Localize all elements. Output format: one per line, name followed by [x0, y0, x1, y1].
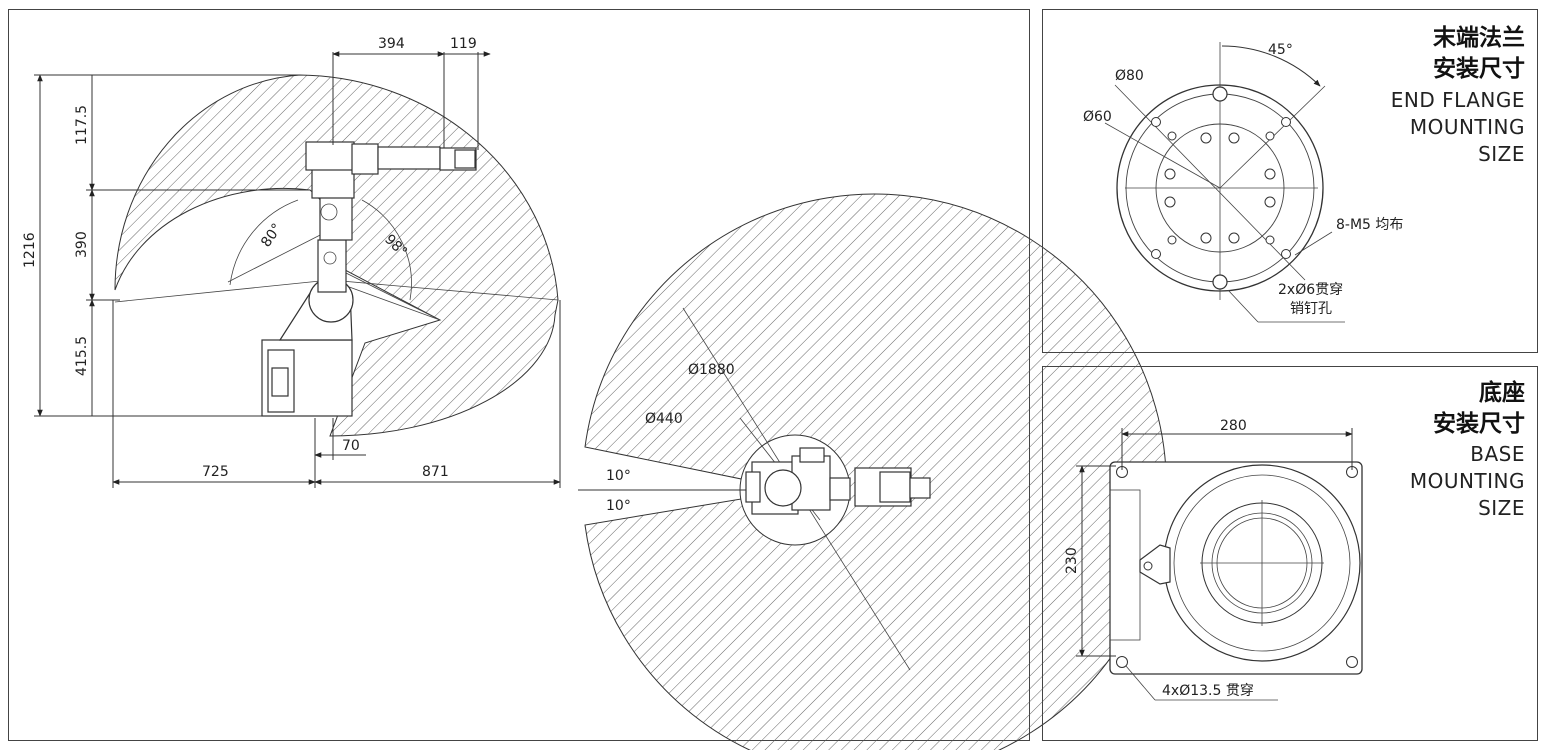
dim-871: 871	[422, 464, 449, 480]
flange-title-en-1: END FLANGE	[1391, 88, 1525, 112]
flange-angle-45: 45°	[1268, 42, 1293, 58]
angle-10-lower: 10°	[606, 498, 631, 514]
flange-title-cn-1: 末端法兰	[1433, 24, 1525, 51]
robot-side-body	[261, 141, 477, 417]
dim-390: 390	[74, 231, 90, 258]
flange-title-en-2: MOUNTING	[1410, 115, 1525, 139]
flange-title-cn-2: 安装尺寸	[1433, 55, 1525, 82]
flange-dia-80: Ø80	[1115, 68, 1144, 84]
base-title-cn-2: 安装尺寸	[1433, 410, 1525, 437]
dim-415-5: 415.5	[74, 336, 90, 376]
dim-394: 394	[378, 36, 405, 52]
dim-dia-440: Ø440	[645, 411, 683, 427]
flange-view: 45° Ø80 Ø60 8-M5 均布 2xØ6贯穿 销钉孔 末端法兰 安装尺寸…	[1083, 24, 1525, 323]
base-mounting-panel	[1042, 366, 1538, 741]
end-flange-panel	[1042, 9, 1538, 353]
angle-10-upper: 10°	[606, 468, 631, 484]
base-holes-label: 4xØ13.5 贯穿	[1162, 683, 1254, 699]
dim-1216: 1216	[22, 232, 38, 268]
base-title-cn-1: 底座	[1479, 379, 1525, 406]
base-view: 280 230 4xØ13.5 贯穿 底座 安装尺寸 BASE MOUNTING…	[1064, 379, 1525, 701]
base-title-en-2: MOUNTING	[1410, 469, 1525, 493]
flange-pin-label-2: 销钉孔	[1290, 301, 1332, 317]
flange-title-en-3: SIZE	[1478, 142, 1525, 166]
flange-holes-label: 8-M5 均布	[1336, 217, 1403, 233]
robot-top-body	[745, 447, 931, 515]
dim-725: 725	[202, 464, 229, 480]
dim-70: 70	[342, 438, 360, 454]
side-view: 394 119 117.5 1216 390 415.5 725 871 70 …	[22, 36, 561, 488]
dim-dia-1880: Ø1880	[688, 362, 735, 378]
base-title-en-3: SIZE	[1478, 496, 1525, 520]
dim-119: 119	[450, 36, 477, 52]
base-height-230: 230	[1064, 547, 1080, 574]
base-title-en-1: BASE	[1470, 442, 1525, 466]
flange-dia-60: Ø60	[1083, 109, 1112, 125]
flange-pin-label-1: 2xØ6贯穿	[1278, 282, 1343, 298]
angle-80: 80°	[258, 221, 285, 251]
dim-117-5: 117.5	[74, 105, 90, 145]
base-width-280: 280	[1220, 418, 1247, 434]
top-view: Ø1880 Ø440 10° 10°	[578, 193, 1167, 750]
